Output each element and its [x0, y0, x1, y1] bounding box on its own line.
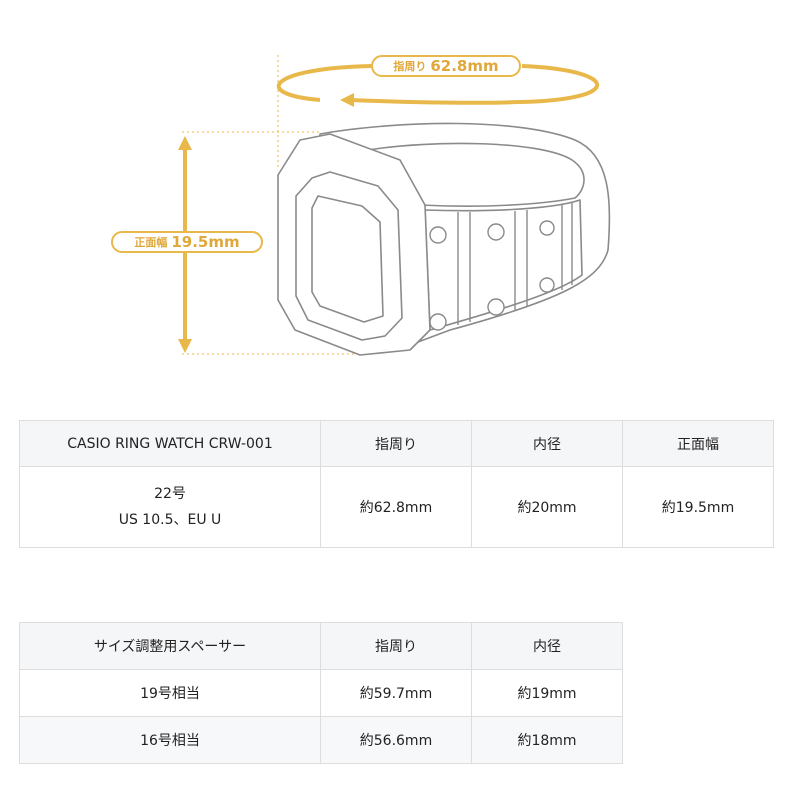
- size-japan: 22号: [154, 486, 186, 502]
- side-buttons: [429, 220, 555, 331]
- table-row: 22号 US 10.5、EU U 約62.8mm 約20mm 約19.5mm: [19, 466, 774, 548]
- header-inner-diameter: 内径: [471, 622, 623, 670]
- cell-circumference: 約56.6mm: [320, 716, 472, 764]
- circumference-label: 指周り 62.8mm: [371, 55, 521, 77]
- header-face-width: 正面幅: [622, 420, 774, 467]
- header-spacer: サイズ調整用スペーサー: [19, 622, 321, 670]
- header-model: CASIO RING WATCH CRW-001: [19, 420, 321, 467]
- band-grooves: [457, 203, 573, 325]
- circumference-label-prefix: 指周り: [393, 60, 427, 73]
- table-row: 16号相当 約56.6mm 約18mm: [19, 716, 623, 764]
- spacer-size-table: サイズ調整用スペーサー 指周り 内径 19号相当 約59.7mm 約19mm 1…: [19, 622, 623, 764]
- ring-watch-illustration: [178, 55, 611, 356]
- cell-size: 22号 US 10.5、EU U: [19, 466, 321, 548]
- cell-inner-diameter: 約18mm: [471, 716, 623, 764]
- cell-inner-diameter: 約20mm: [471, 466, 623, 548]
- cell-circumference: 約62.8mm: [320, 466, 472, 548]
- header-inner-diameter: 内径: [471, 420, 623, 467]
- face-width-label-prefix: 正面幅: [134, 236, 168, 249]
- face-width-label: 正面幅 19.5mm: [111, 231, 263, 253]
- table-header-row: CASIO RING WATCH CRW-001 指周り 内径 正面幅: [19, 420, 774, 467]
- ring-dimension-diagram: 指周り 62.8mm 正面幅 19.5mm: [111, 55, 611, 356]
- table-header-row: サイズ調整用スペーサー 指周り 内径: [19, 622, 623, 670]
- face-width-label-value: 19.5mm: [171, 233, 240, 251]
- header-circumference: 指周り: [320, 622, 472, 670]
- size-international: US 10.5、EU U: [118, 512, 222, 528]
- circumference-arrowhead: [340, 93, 354, 107]
- cell-size: 16号相当: [19, 716, 321, 764]
- ring-size-table: CASIO RING WATCH CRW-001 指周り 内径 正面幅 22号 …: [19, 420, 774, 548]
- table-row: 19号相当 約59.7mm 約19mm: [19, 669, 623, 717]
- circumference-arrow: [276, 64, 600, 105]
- cell-size: 19号相当: [19, 669, 321, 717]
- cell-circumference: 約59.7mm: [320, 669, 472, 717]
- cell-face-width: 約19.5mm: [622, 466, 774, 548]
- circumference-label-value: 62.8mm: [430, 57, 499, 75]
- cell-inner-diameter: 約19mm: [471, 669, 623, 717]
- header-circumference: 指周り: [320, 420, 472, 467]
